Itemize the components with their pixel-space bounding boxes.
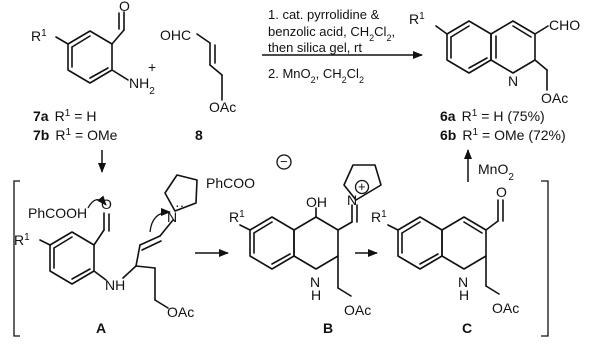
right-bracket [541, 180, 549, 337]
phcoo-label: PhCOO [206, 175, 255, 191]
quinoline-n-label: N [508, 73, 518, 89]
conditions-line3: then silica gel, rt [268, 40, 362, 55]
label-b: B [323, 320, 333, 336]
mno2-label: MnO2 [478, 161, 514, 183]
intermediate-b-structure [239, 164, 382, 297]
b-oac-label: OAc [344, 302, 371, 318]
label-8: 8 [195, 127, 203, 143]
conditions-line2: benzolic acid, CH2Cl2, [268, 24, 395, 43]
b-iminium-n: N [347, 192, 357, 208]
a-lone-pair: ·· [175, 197, 184, 213]
a-iminium-n: N [167, 209, 177, 225]
b-oh-label: OH [306, 194, 327, 210]
b-n-label: N [310, 274, 320, 290]
label-a: A [96, 320, 106, 336]
r1-label-6: R1 [409, 11, 425, 28]
r1-label-c: R1 [371, 209, 387, 226]
nh2-label: NH2 [129, 75, 155, 97]
compound-7-structure [55, 11, 129, 84]
plus-sign: + [148, 59, 156, 75]
compound-8-structure [196, 33, 223, 101]
phcooh-label: PhCOOH [28, 205, 87, 221]
aldehyde-o-label: O [119, 0, 130, 14]
ohc-label: OHC [160, 27, 191, 43]
product-6-structure [435, 20, 549, 91]
oac-label-6: OAc [541, 90, 568, 106]
r1-label-b: R1 [229, 209, 245, 226]
intermediate-c-structure [387, 199, 504, 295]
c-oac-label: OAc [492, 300, 519, 316]
left-bracket [13, 180, 20, 337]
cation-charge-circle [354, 179, 370, 195]
intermediate-a-structure [39, 174, 198, 309]
cation-charge: + [358, 179, 366, 194]
a-carbonyl-o: O [101, 196, 112, 212]
anion-charge: − [280, 154, 288, 169]
oac-label-8: OAc [209, 99, 236, 115]
label-c: C [462, 320, 472, 336]
cho-label: CHO [549, 17, 580, 33]
r1-label-a: R1 [14, 232, 30, 249]
a-oac-label: OAc [167, 304, 194, 320]
c-aldehyde-o: O [496, 184, 507, 200]
anion-charge-circle [276, 154, 292, 170]
conditions-line4: 2. MnO2, CH2Cl2 [268, 66, 364, 85]
conditions-line1: 1. cat. pyrrolidine & [268, 7, 380, 22]
b-h-label: H [311, 287, 321, 303]
c-n-label: N [458, 274, 468, 290]
c-h-label: H [459, 287, 469, 303]
a-nh-label: NH [105, 277, 125, 293]
r1-label-7: R1 [31, 28, 47, 45]
